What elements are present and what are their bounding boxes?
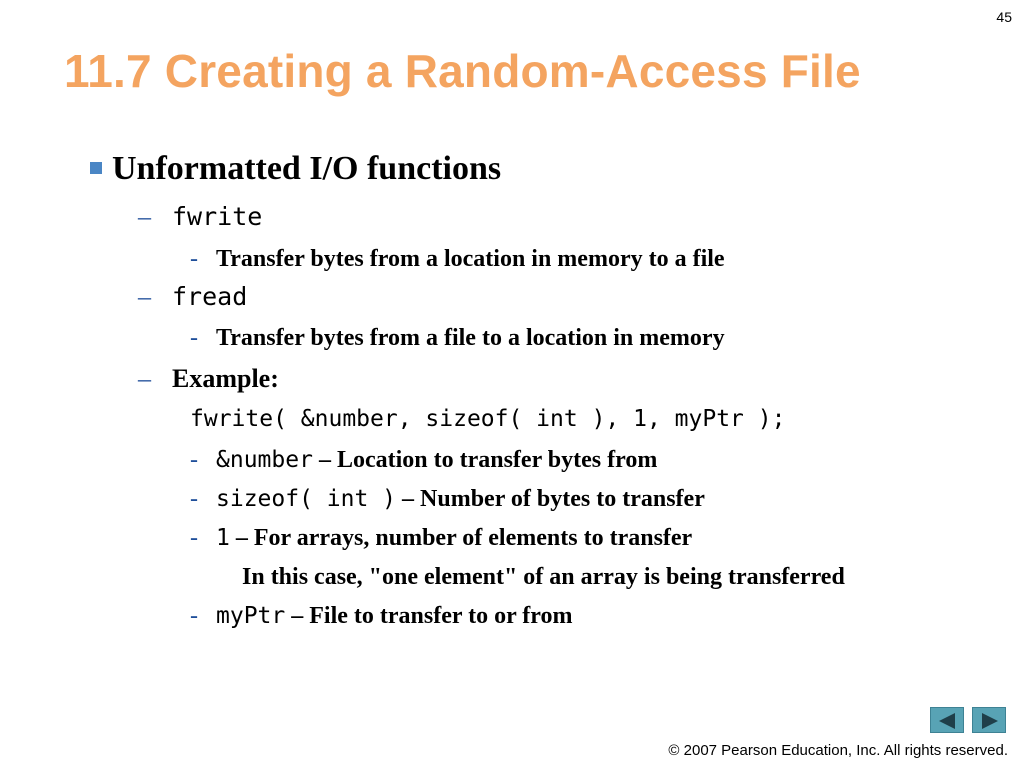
item-fread: fread <box>172 282 248 311</box>
item-example: Example: <box>172 364 279 393</box>
fread-description: Transfer bytes from a file to a location… <box>216 325 725 351</box>
param-number: &number – Location to transfer bytes fro… <box>216 447 658 473</box>
param-count: 1 – For arrays, number of elements to tr… <box>216 525 693 551</box>
square-bullet-icon <box>90 162 102 174</box>
param-count-continuation: In this case, "one element" of an array … <box>242 564 845 590</box>
param-myptr: myPtr – File to transfer to or from <box>216 603 573 629</box>
slide-title: 11.7 Creating a Random-Access File <box>64 45 861 97</box>
hyphen-marker: - <box>190 603 198 629</box>
dash-marker: – <box>138 202 151 231</box>
dash-marker: – <box>138 282 151 311</box>
item-fwrite: fwrite <box>172 202 263 231</box>
copyright-footer: © 2007 Pearson Education, Inc. All right… <box>668 742 1008 759</box>
bullet-unformatted-io: Unformatted I/O functions <box>90 150 501 188</box>
fwrite-description: Transfer bytes from a location in memory… <box>216 246 725 272</box>
hyphen-marker: - <box>190 525 198 551</box>
next-arrow-icon <box>982 713 998 729</box>
next-slide-button[interactable] <box>972 707 1006 733</box>
dash-marker: – <box>138 364 151 393</box>
hyphen-marker: - <box>190 486 198 512</box>
hyphen-marker: - <box>190 447 198 473</box>
param-sizeof: sizeof( int ) – Number of bytes to trans… <box>216 486 705 512</box>
hyphen-marker: - <box>190 246 198 272</box>
hyphen-marker: - <box>190 325 198 351</box>
example-code: fwrite( &number, sizeof( int ), 1, myPtr… <box>190 406 786 432</box>
prev-arrow-icon <box>939 713 955 729</box>
prev-slide-button[interactable] <box>930 707 964 733</box>
slide-number: 45 <box>996 9 1012 25</box>
